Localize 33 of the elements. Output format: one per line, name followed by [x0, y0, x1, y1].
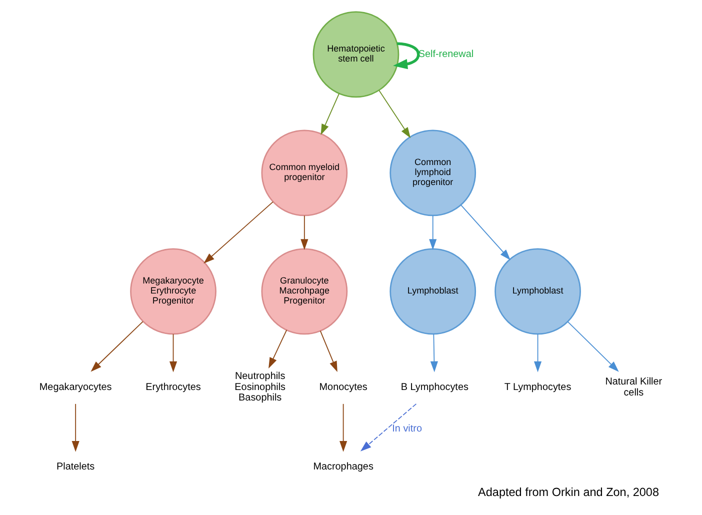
node-text: Erythrocytes [146, 382, 201, 393]
arrow [534, 334, 542, 372]
edge-label: In vitro [392, 423, 422, 434]
arrow [567, 321, 619, 372]
node-circle: Lymphoblast [390, 248, 476, 335]
node-text: Platelets [56, 461, 95, 472]
caption: Adapted from Orkin and Zon, 2008 [478, 486, 659, 500]
node-circle: Hematopoietic stem cell [312, 11, 400, 98]
arrow [204, 201, 274, 264]
node-text: B Lymphocytes [400, 382, 468, 393]
arrow [360, 403, 417, 452]
arrow [300, 215, 308, 250]
node-text: Macrophages [313, 461, 374, 472]
node-text: Neutrophils Eosinophils Basophils [234, 370, 286, 404]
node-text: Monocytes [319, 382, 368, 393]
arrow [378, 90, 411, 138]
node-circle: Common myeloid progenitor [261, 130, 348, 216]
node-text: T Lymphocytes [504, 382, 572, 393]
arrow [72, 403, 80, 452]
arrow [430, 334, 438, 372]
arrow [320, 330, 338, 372]
arrow [429, 215, 437, 250]
node-circle: Common lymphoid progenitor [390, 130, 476, 216]
node-text: Megakaryocytes [39, 382, 112, 393]
arrow [340, 403, 348, 452]
arrow [393, 42, 420, 70]
arrow [169, 334, 178, 372]
arrow [268, 330, 288, 368]
arrow [90, 321, 144, 372]
node-text: Natural Killer cells [605, 376, 662, 398]
arrow [460, 204, 510, 260]
node-circle: Granulocyte Macrohpage Progenitor [261, 248, 348, 335]
arrow [320, 93, 340, 135]
